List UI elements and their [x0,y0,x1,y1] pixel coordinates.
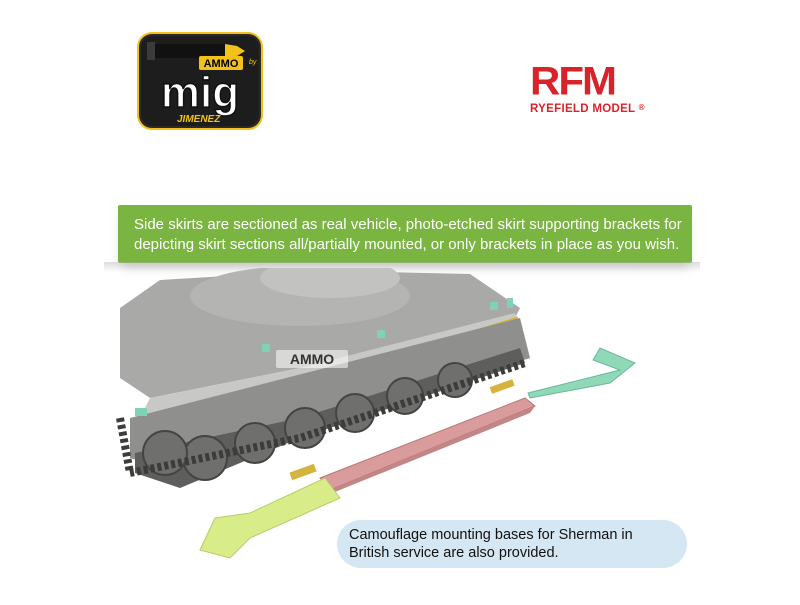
callout-text: Camouflage mounting bases for Sherman in… [349,527,633,561]
banner-shadow [104,262,700,272]
sherman-render: AMMO [0,258,800,600]
rfm-logo: RFM RYEFIELD MODEL ® [530,60,655,120]
rfm-company-name: RYEFIELD MODEL ® [530,103,645,115]
mig-jimenez-text: JIMENEZ [177,114,221,125]
svg-text:by: by [249,59,257,66]
feature-banner: Side skirts are sectioned as real vehicl… [118,205,692,263]
mig-wordmark: mig [161,68,239,117]
ammo-watermark: AMMO [290,351,334,367]
callout-bubble: Camouflage mounting bases for Sherman in… [337,520,687,568]
banner-text: Side skirts are sectioned as real vehicl… [134,216,682,253]
mig-ammo-text: AMMO [204,58,239,70]
rfm-letters: RFM [530,58,617,103]
ammo-mig-logo: AMMO by mig JIMENEZ [137,32,263,130]
